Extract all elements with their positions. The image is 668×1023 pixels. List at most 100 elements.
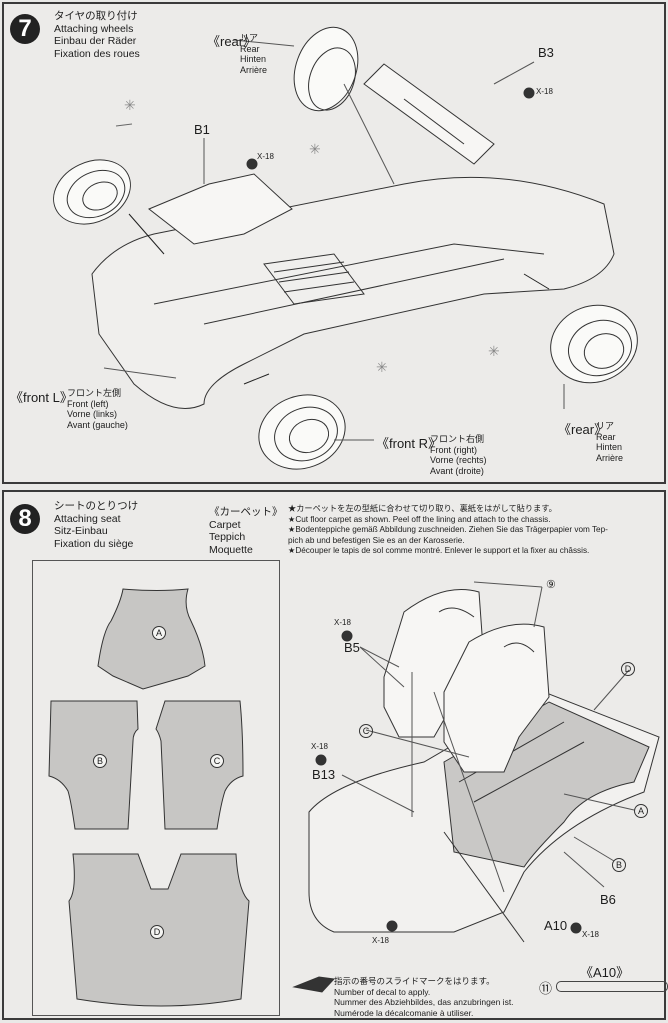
carpet-piece-c: [155, 700, 244, 830]
rear-top-tag: 《rear》: [207, 34, 257, 49]
label-en: Carpet: [209, 518, 241, 531]
screw-x18-icon: [246, 158, 258, 170]
carpet-label-a: A: [152, 626, 166, 640]
title-de: Sitz-Einbau: [54, 525, 108, 537]
label-jp: 《カーペット》: [209, 506, 283, 518]
label-de: Vorne (links): [67, 409, 118, 419]
wheel-assembly-diagram: ✳ ✳ ✳ ✳: [53, 26, 638, 470]
screw-label-x18: X-18: [257, 152, 274, 161]
screw-x18-icon: [386, 920, 398, 932]
label-en: Rear: [240, 43, 260, 54]
part-label-b13: B13: [312, 767, 336, 782]
seat-assembly-diagram: [292, 581, 660, 993]
carpet-instructions: ★カーペットを左の型紙に合わせて切り取り、裏紙をはがして貼ります。 ★Cut f…: [288, 504, 608, 557]
seat-right: [443, 623, 550, 773]
decal-arrow-icon: [292, 976, 336, 993]
title-en: Attaching wheels: [54, 22, 134, 35]
svg-text:✳: ✳: [124, 97, 136, 113]
svg-text:✳: ✳: [488, 343, 500, 359]
label-en: Front (right): [430, 444, 478, 455]
note-en: Number of decal to apply.: [334, 986, 431, 997]
svg-text:✳: ✳: [376, 359, 388, 375]
carpet-pieces: [48, 588, 250, 1007]
carpet-label-d: D: [150, 925, 164, 939]
label-jp: フロント左側: [67, 388, 122, 398]
callout-d: D: [621, 662, 635, 676]
label-jp: フロント右側: [430, 434, 485, 444]
label-fr: Moquette: [209, 543, 253, 556]
label-fr: Arrière: [596, 452, 624, 463]
part-b3: [363, 63, 495, 165]
carpet-label-b: B: [93, 754, 107, 768]
label-de: Teppich: [209, 531, 246, 543]
title-en: Attaching seat: [54, 512, 121, 525]
screw-label-x18: X-18: [311, 742, 328, 751]
note-fr: Numérode la décalcomanie à utiliser.: [334, 1007, 474, 1018]
note-jp: 指示の番号のスライドマークをはります。: [334, 976, 495, 986]
part-label-b3: B3: [538, 45, 554, 60]
carpet-label: 《カーペット》 Carpet Teppich Moquette: [209, 506, 283, 556]
note-line: ★Bodenteppiche gemäß Abbildung zuschneid…: [288, 525, 608, 535]
carpet-piece-a: [97, 588, 206, 690]
label-jp: リア: [596, 421, 615, 431]
part-label-a10: A10: [544, 918, 568, 933]
wheel-front-left: [53, 159, 131, 225]
step-8-panel: 8 シートのとりつけ Attaching seat Sitz-Einbau Fi…: [2, 490, 668, 1020]
step-number-badge: 7: [10, 14, 40, 44]
rear-bottom-tag: 《rear》: [558, 422, 608, 437]
note-de: Nummer des Abziehbildes, das anzubringen…: [334, 997, 514, 1007]
svg-text:✳: ✳: [309, 141, 321, 157]
title-de: Einbau der Räder: [54, 35, 137, 47]
seat-left: [383, 589, 485, 738]
title-jp: タイヤの取り付け: [54, 10, 138, 22]
note-line: ★Découper le tapis de sol comme montré. …: [288, 546, 590, 556]
callout-a: A: [634, 804, 648, 818]
decal-note: 指示の番号のスライドマークをはります。 Number of decal to a…: [334, 976, 514, 1018]
note-line: ★Cut floor carpet as shown. Peel off the…: [288, 514, 551, 524]
note-line: pich ab und befestigen Sie es an der Kar…: [288, 535, 465, 545]
part-a10-illustration: [556, 981, 668, 992]
title-fr: Fixation des roues: [54, 47, 140, 60]
screw-label-x18: X-18: [536, 87, 553, 96]
front-right-tag: 《front R》: [376, 436, 442, 451]
part-a10-tag: 《A10》: [580, 965, 630, 980]
label-en: Rear: [596, 431, 616, 442]
label-jp: リア: [240, 33, 259, 43]
part-label-b6: B6: [600, 892, 616, 907]
decal-number-9: ⑨: [546, 579, 556, 591]
front-right-label: フロント右側 Front (right) Vorne (rechts) Avan…: [430, 434, 487, 476]
wheel-rear-top: [293, 26, 359, 112]
wheel-rear-bottom: [550, 304, 638, 384]
title-jp: シートのとりつけ: [54, 500, 139, 512]
wheel-front-right: [258, 394, 346, 470]
step-title: シートのとりつけ Attaching seat Sitz-Einbau Fixa…: [54, 500, 138, 550]
screw-x18-icon: [315, 754, 327, 766]
front-left-tag: 《front L》: [10, 390, 73, 405]
screw-label-x18: X-18: [334, 618, 351, 627]
part-b1: [148, 173, 293, 245]
screw-x18-icon: [523, 87, 535, 99]
rear-top-label: リア Rear Hinten Arrière: [240, 33, 267, 75]
callout-c: C: [359, 724, 373, 738]
part-label-b5: B5: [344, 640, 360, 655]
screw-label-x18: X-18: [582, 930, 599, 939]
front-left-label: フロント左側 Front (left) Vorne (links) Avant …: [67, 388, 128, 430]
rear-bottom-label: リア Rear Hinten Arrière: [596, 421, 623, 463]
title-fr: Fixation du siège: [54, 537, 134, 550]
decal-number-11: ⑪: [539, 981, 553, 996]
note-line: ★カーペットを左の型紙に合わせて切り取り、裏紙をはがして貼ります。: [288, 504, 557, 513]
carpet-template: A B C D: [32, 560, 280, 1016]
label-de: Vorne (rechts): [430, 455, 487, 465]
label-de: Hinten: [240, 54, 267, 64]
label-fr: Avant (gauche): [67, 419, 128, 430]
part-label-b1: B1: [194, 122, 210, 137]
screw-label-x18: X-18: [372, 936, 389, 945]
label-fr: Arrière: [240, 64, 268, 75]
label-en: Front (left): [67, 398, 109, 409]
step-title: タイヤの取り付け Attaching wheels Einbau der Räd…: [54, 10, 140, 60]
step-number-badge: 8: [10, 504, 40, 534]
callout-b: B: [612, 858, 626, 872]
screw-x18-icon: [570, 922, 582, 934]
screw-x18-icon: [341, 630, 353, 642]
label-de: Hinten: [596, 442, 623, 452]
